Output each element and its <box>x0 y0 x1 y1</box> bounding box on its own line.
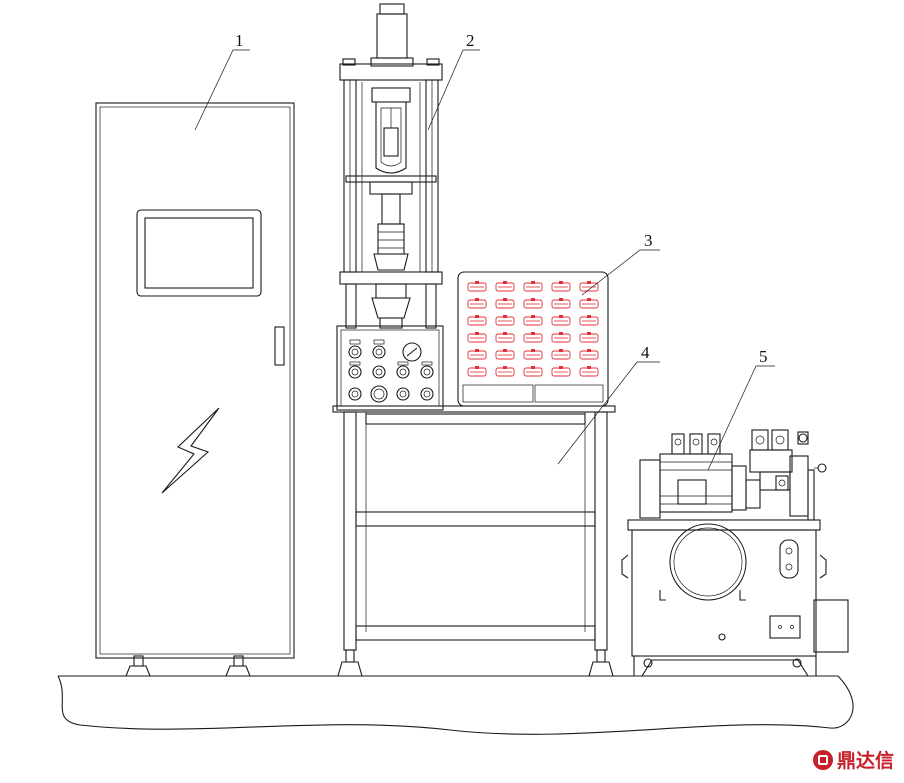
callout-leaders <box>194 49 775 471</box>
ground <box>57 675 854 735</box>
callout-5: 5 <box>759 347 768 366</box>
brand-logo-icon <box>812 749 833 770</box>
selector-knob-icon <box>402 342 422 362</box>
callout-3: 3 <box>644 231 653 250</box>
press-frame <box>339 3 443 329</box>
valve-stack <box>671 429 827 521</box>
callout-labels: 1 2 3 4 5 <box>235 31 768 366</box>
callout-4: 4 <box>641 343 650 362</box>
high-voltage-icon <box>161 407 220 494</box>
work-table <box>332 405 616 677</box>
control-box <box>336 325 444 411</box>
watermark: 鼎达信 <box>812 746 894 773</box>
callout-1: 1 <box>235 31 244 50</box>
control-buttons <box>348 339 434 403</box>
indicator-panel <box>457 271 609 407</box>
cabinet-feet <box>125 655 251 677</box>
electrical-cabinet <box>95 102 295 677</box>
callout-2: 2 <box>466 31 475 50</box>
watermark-text: 鼎达信 <box>836 750 894 772</box>
indicator-grid <box>467 281 599 377</box>
hydraulic-station <box>621 429 849 677</box>
